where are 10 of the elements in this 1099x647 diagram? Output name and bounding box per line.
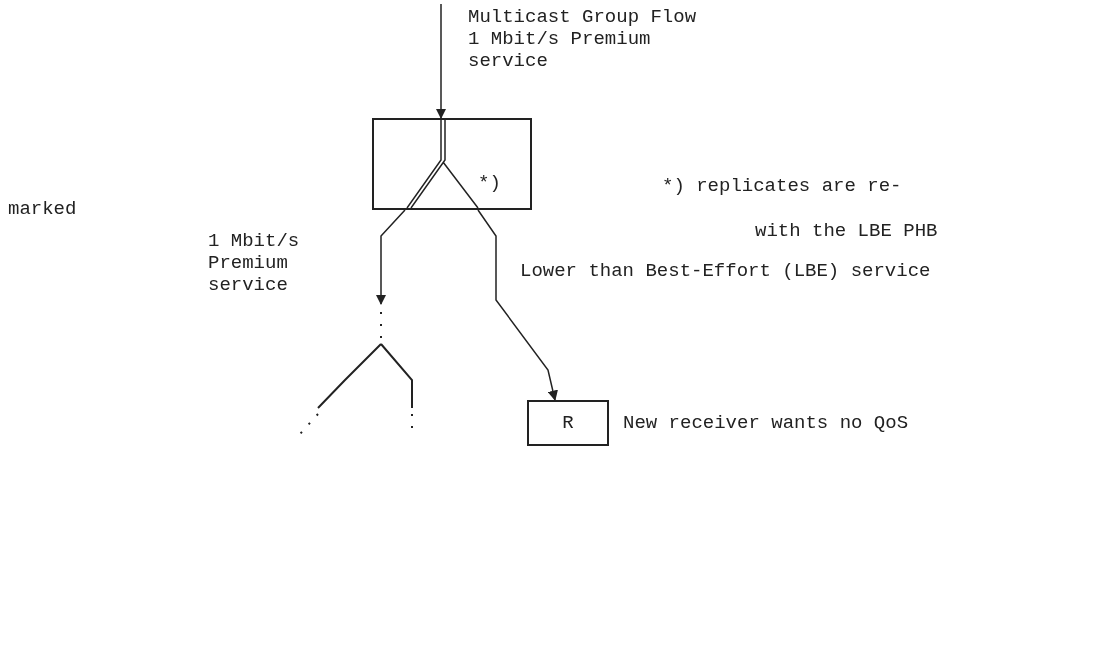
node-label: R xyxy=(561,411,575,436)
footnote-mark: *) xyxy=(478,172,501,194)
arrow xyxy=(435,3,447,120)
arrow xyxy=(375,209,406,306)
arrow xyxy=(477,209,558,401)
note-text: marked xyxy=(8,198,77,220)
note-text: *) replicates are re- xyxy=(662,175,902,197)
node-caption: New receiver wants no QoS xyxy=(623,412,909,434)
note-text: with the LBE PHB xyxy=(755,220,938,242)
receiver-box xyxy=(527,400,609,446)
